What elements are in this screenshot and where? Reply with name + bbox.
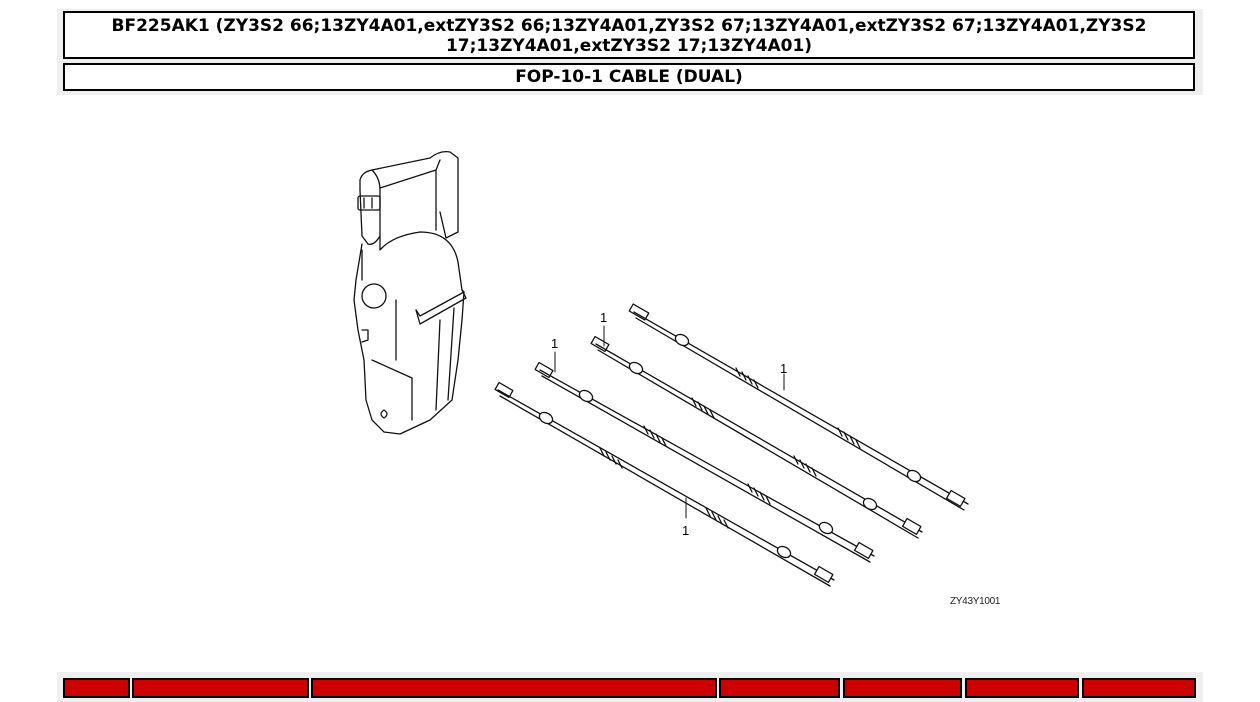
table-header-cell (965, 678, 1079, 698)
header-frame: BF225AK1 (ZY3S2 66;13ZY4A01,extZY3S2 66;… (57, 9, 1203, 95)
table-header-cell (1082, 678, 1196, 698)
section-title: FOP-10-1 CABLE (DUAL) (63, 63, 1195, 91)
callout-label: 1 (780, 361, 788, 376)
parts-diagram: 1 1 1 1 (330, 140, 1030, 620)
model-title: BF225AK1 (ZY3S2 66;13ZY4A01,extZY3S2 66;… (63, 11, 1195, 59)
table-header-cell (63, 678, 130, 698)
cable-icon (534, 361, 875, 563)
cable-icon (590, 335, 923, 539)
callout-label: 1 (600, 310, 608, 325)
cable-icon (494, 381, 835, 587)
remote-control-icon (353, 150, 467, 435)
callout-label: 1 (551, 336, 559, 351)
table-header-cell (719, 678, 840, 698)
callout-label: 1 (682, 523, 690, 538)
table-header-cell (311, 678, 717, 698)
table-header-cell (132, 678, 309, 698)
table-header-cell (843, 678, 962, 698)
cable-icon (628, 303, 969, 511)
figure-code: ZY43Y1001 (950, 596, 1001, 607)
